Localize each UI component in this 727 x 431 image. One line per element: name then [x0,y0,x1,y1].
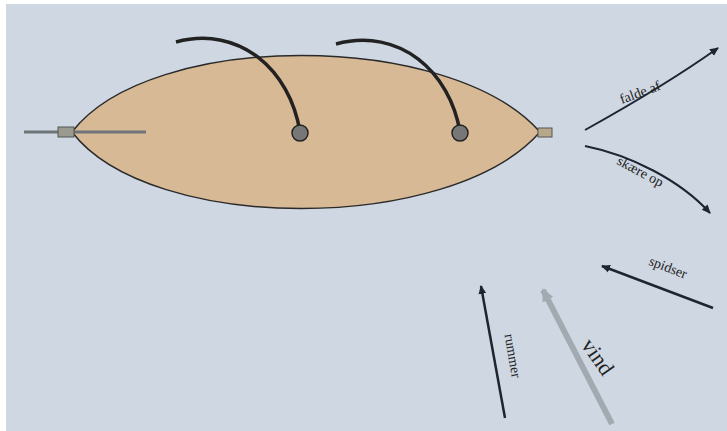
sail [336,40,460,132]
sail [176,38,300,132]
arrow [481,286,505,418]
arrow [585,48,718,130]
mast [292,125,308,141]
bow-fitting [538,128,552,137]
arrow [602,266,713,308]
mast [452,125,468,141]
tiller [24,131,146,134]
rudder-fitting [58,127,74,137]
background-panel [6,4,727,431]
arrow [585,146,710,213]
